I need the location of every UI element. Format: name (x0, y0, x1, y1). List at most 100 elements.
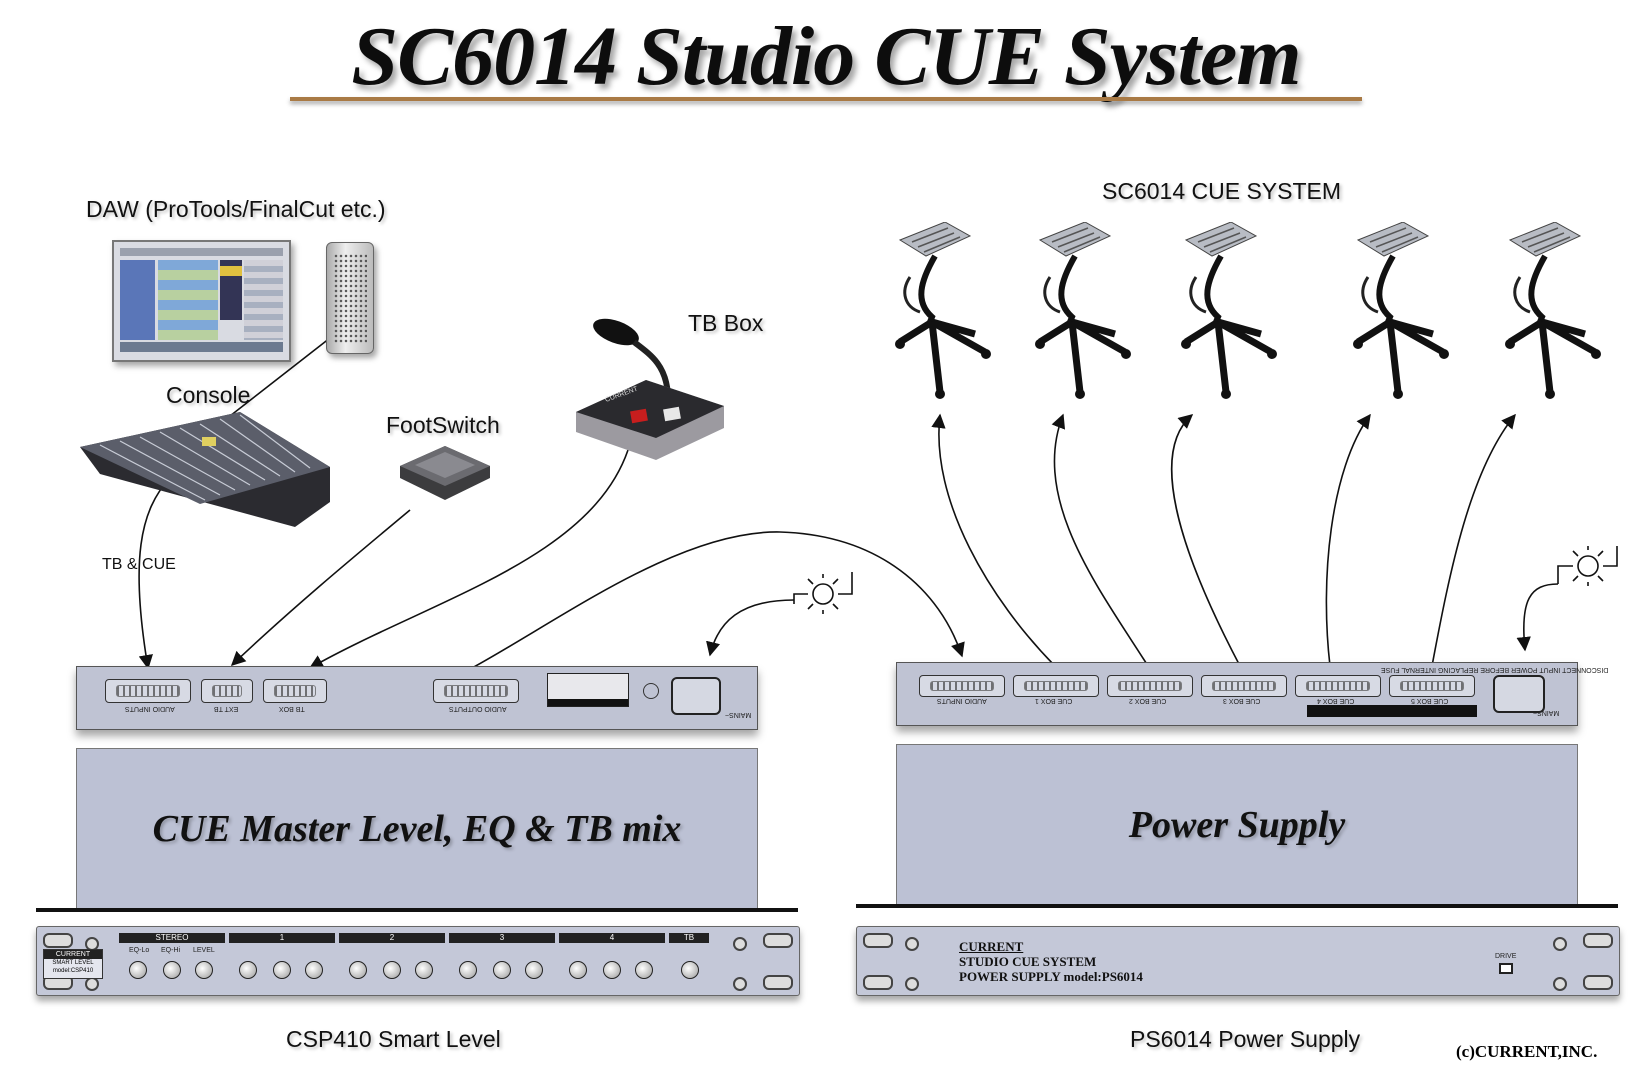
eq-lo-knob[interactable] (239, 961, 257, 979)
cue-box-3-label: CUE BOX 3 (1223, 697, 1261, 704)
level-knob[interactable] (635, 961, 653, 979)
eq-hi-knob[interactable] (163, 961, 181, 979)
line-console-to-csp (138, 477, 171, 670)
eq-hi-knob[interactable] (273, 961, 291, 979)
console-label: Console (166, 382, 251, 408)
line-mains-csp (706, 599, 795, 657)
cue-master-box: CUE Master Level, EQ & TB mix (76, 748, 758, 910)
ps6014-rear-panel: AUDIO INPUTS CUE BOX 1 CUE BOX 2 CUE BOX… (896, 662, 1608, 726)
tb-level-knob[interactable] (681, 961, 699, 979)
cue-box-stands (880, 222, 1620, 412)
footswitch-image (400, 446, 490, 500)
csp410-rear-panel: AUDIO INPUTS EXT TB TB BOX AUDIO OUTPUTS… (76, 666, 758, 730)
section-3: 3 (449, 933, 555, 943)
rack-ear-slot (763, 933, 793, 948)
knob-label-eq-hi: EQ-Hi (161, 947, 181, 954)
mixing-console-image (80, 412, 330, 527)
model-line-1: SMART LEVEL (52, 960, 94, 966)
rack-screw (733, 977, 747, 991)
ext-tb-connector (201, 679, 253, 703)
ps6014-front-panel: CURRENT STUDIO CUE SYSTEM POWER SUPPLY m… (856, 926, 1620, 996)
line-cue2 (1051, 413, 1149, 667)
line-tbbox-to-csp (308, 449, 629, 669)
eq-hi-knob[interactable] (383, 961, 401, 979)
rear-info-plate (547, 673, 629, 707)
audio-inputs-connector (105, 679, 191, 703)
eq-lo-knob[interactable] (459, 961, 477, 979)
cue-box-4-label: CUE BOX 4 (1317, 697, 1355, 704)
rack-ear-slot (1583, 933, 1613, 948)
tb-box-port-label: TB BOX (279, 705, 305, 712)
title-underline (290, 97, 1362, 101)
eq-lo-knob[interactable] (129, 961, 147, 979)
computer-tower-image (326, 242, 374, 354)
section-stereo: STEREO (119, 933, 225, 943)
mains-label-csp: MAINS~ (725, 711, 752, 718)
rack-screw (1553, 937, 1567, 951)
audio-outputs-label: AUDIO OUTPUTS (449, 705, 507, 712)
ps-power-inlet-icon (1493, 675, 1545, 713)
drive-indicator (1499, 963, 1513, 974)
section-1: 1 (229, 933, 335, 943)
footswitch-label: FootSwitch (386, 412, 500, 438)
fuse-holder-icon (643, 683, 659, 699)
cue-box-2-connector (1107, 675, 1193, 697)
ps-audio-inputs-label: AUDIO INPUTS (937, 697, 987, 704)
daw-label: DAW (ProTools/FinalCut etc.) (86, 196, 386, 222)
section-2: 2 (339, 933, 445, 943)
eq-lo-knob[interactable] (349, 961, 367, 979)
rack-ear-slot (863, 975, 893, 990)
cue-box-3-connector (1201, 675, 1287, 697)
drive-label: DRIVE (1495, 953, 1517, 960)
ps-brand-line: CURRENT (959, 939, 1024, 954)
ps-model-line: POWER SUPPLY model:PS6014 (959, 969, 1143, 984)
line-cue5 (1431, 413, 1516, 667)
model-line-2: model:CSP410 (52, 968, 94, 974)
rack-screw (733, 937, 747, 951)
rack-screw (905, 937, 919, 951)
shelf-left (36, 908, 798, 912)
level-knob[interactable] (525, 961, 543, 979)
cue-box-5-connector (1389, 675, 1475, 697)
rack-screw (1553, 977, 1567, 991)
level-knob[interactable] (415, 961, 433, 979)
mains-lamp-icon-right (1557, 546, 1618, 586)
tb-box-label: TB Box (688, 310, 764, 336)
rack-screw (905, 977, 919, 991)
knob-label-level: LEVEL (193, 947, 215, 954)
cue-box-4-connector (1295, 675, 1381, 697)
shelf-right (856, 904, 1618, 908)
page-title: SC6014 Studio CUE System (351, 10, 1301, 103)
tb-box-connector (263, 679, 327, 703)
eq-hi-knob[interactable] (493, 961, 511, 979)
rack-ear-slot (43, 933, 73, 948)
ps-rear-info-plate (1307, 705, 1477, 717)
csp410-front-panel: CURRENT SMART LEVEL model:CSP410 STEREO … (36, 926, 800, 996)
fuse-warning-text: DISCONNECT INPUT POWER BEFORE REPLACING … (1381, 666, 1609, 673)
line-cue3 (1170, 414, 1241, 667)
power-inlet-icon (671, 677, 721, 715)
tb-cue-label: TB & CUE (102, 556, 176, 573)
csp410-label: CSP410 Smart Level (286, 1026, 501, 1052)
ps6014-label: PS6014 Power Supply (1130, 1026, 1361, 1052)
cue-box-2-label: CUE BOX 2 (1129, 697, 1167, 704)
rack-ear-slot (1583, 975, 1613, 990)
line-cue4 (1325, 413, 1371, 667)
level-knob[interactable] (305, 961, 323, 979)
cue-box-1-label: CUE BOX 1 (1035, 697, 1073, 704)
mains-lamp-icon-left (793, 572, 853, 614)
copyright-text: (c)CURRENT,INC. (1456, 1042, 1598, 1061)
talkback-box-image: CURRENT (576, 310, 726, 470)
level-knob[interactable] (195, 961, 213, 979)
ps-audio-inputs-connector (919, 675, 1005, 697)
eq-lo-knob[interactable] (569, 961, 587, 979)
line-cue1 (931, 413, 1056, 667)
daw-screen-image (112, 240, 291, 362)
audio-inputs-label: AUDIO INPUTS (125, 705, 175, 712)
knob-label-eq-lo: EQ-Lo (129, 947, 150, 954)
eq-hi-knob[interactable] (603, 961, 621, 979)
power-supply-box: Power Supply (896, 744, 1578, 906)
brand-plate: CURRENT SMART LEVEL model:CSP410 (43, 949, 103, 979)
ps-system-line: STUDIO CUE SYSTEM (959, 954, 1097, 969)
